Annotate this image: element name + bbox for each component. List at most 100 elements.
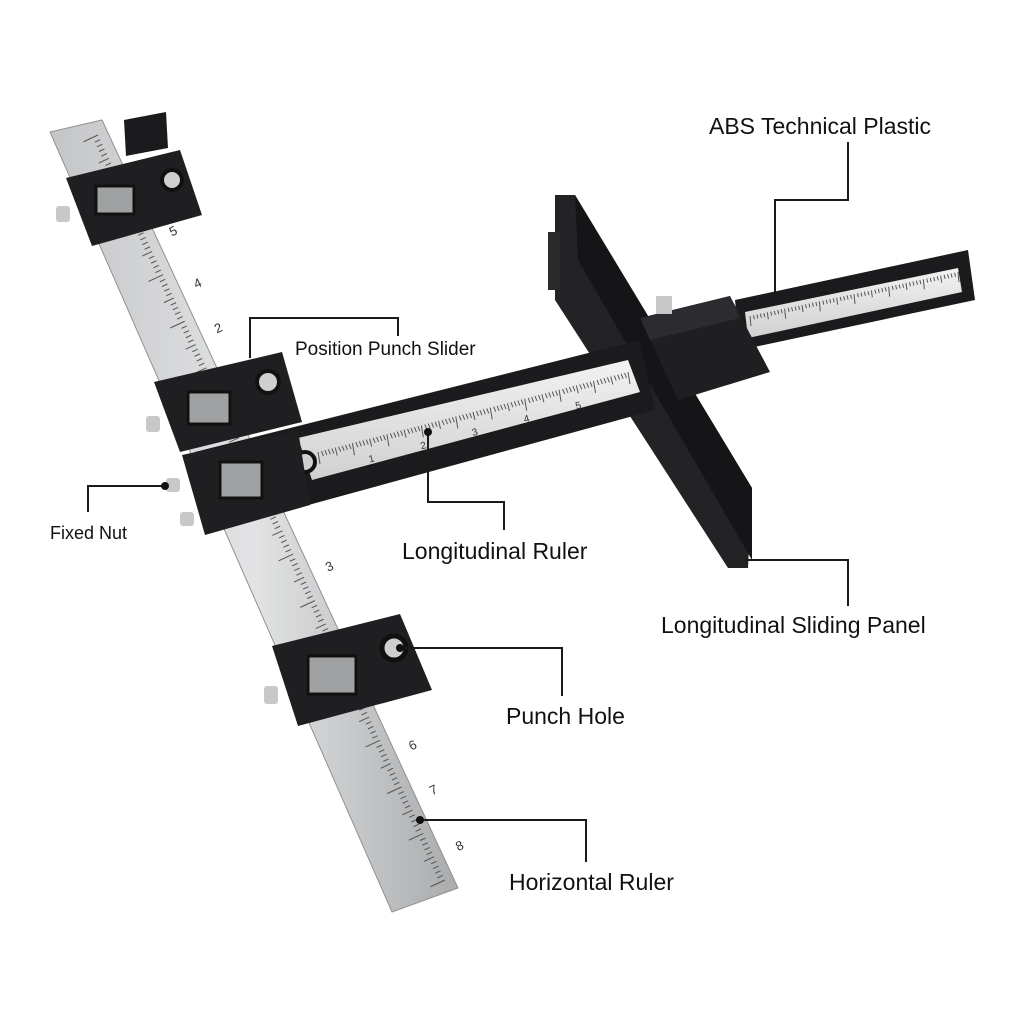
label-longitudinal-sliding-panel: Longitudinal Sliding Panel	[661, 612, 926, 638]
ruler-tick	[558, 389, 562, 402]
carrier-knob-icon	[656, 296, 672, 314]
ruler-tick	[579, 384, 583, 390]
top-block-nut-icon	[56, 206, 70, 222]
ruler-tick	[187, 339, 194, 343]
ruler-tick	[513, 401, 517, 407]
ruler-tick	[140, 236, 146, 241]
ruler-tick	[472, 411, 476, 421]
ruler-tick	[500, 404, 504, 411]
ruler-tick	[315, 614, 322, 618]
ruler-tick	[281, 539, 287, 544]
ruler-tick	[96, 143, 103, 148]
ruler-tick	[408, 832, 424, 841]
ruler-tick	[404, 805, 411, 809]
ruler-tick	[351, 443, 355, 456]
ruler-tick	[415, 828, 422, 832]
ruler-tick	[957, 271, 960, 283]
ruler-tick	[915, 280, 918, 285]
ruler-tick	[379, 435, 383, 442]
ruler-tick	[391, 777, 398, 781]
ruler-tick	[228, 437, 240, 443]
ruler-tick	[393, 781, 400, 786]
ruler-tick	[884, 287, 887, 292]
ruler-tick	[846, 295, 849, 300]
ruler-tick	[434, 421, 438, 427]
position-punch-slider	[146, 352, 302, 452]
longitudinal-ruler-number: 5	[574, 400, 583, 412]
ruler-tick	[320, 450, 324, 457]
ruler-tick	[183, 330, 190, 334]
ruler-tick	[386, 434, 390, 447]
ruler-tick	[469, 412, 473, 419]
ruler-tick	[144, 246, 151, 250]
ruler-tick	[555, 390, 559, 396]
ruler-tick	[289, 558, 296, 562]
ruler-tick	[843, 296, 846, 301]
top-block-window	[94, 184, 136, 216]
ruler-tick	[589, 381, 593, 387]
ruler-tick	[148, 274, 164, 282]
ruler-tick	[586, 382, 590, 388]
lower-block-nut-icon	[264, 686, 278, 704]
leader-longitudinal-sliding-panel	[742, 559, 849, 606]
ruler-tick	[562, 388, 566, 395]
ruler-tick	[380, 753, 387, 758]
ruler-tick	[766, 312, 769, 320]
ruler-tick	[300, 600, 316, 608]
ruler-tick	[142, 250, 153, 257]
ruler-tick	[905, 282, 908, 291]
ruler-tick	[808, 303, 811, 308]
ruler-tick	[548, 392, 552, 398]
ruler-tick	[413, 426, 417, 433]
ruler-tick	[506, 402, 510, 412]
ruler-tick	[565, 387, 569, 394]
ruler-tick	[83, 134, 99, 143]
ruler-tick	[537, 394, 541, 401]
ruler-tick	[272, 521, 279, 525]
ruler-tick	[520, 399, 524, 405]
longitudinal-ruler-number: 1	[368, 453, 377, 465]
ruler-tick	[159, 278, 166, 283]
label-longitudinal-ruler: Longitudinal Ruler	[402, 538, 588, 564]
ruler-tick	[877, 288, 880, 293]
ruler-tick	[444, 418, 448, 425]
ruler-tick	[317, 618, 324, 623]
slider-window	[186, 390, 232, 426]
ruler-tick	[358, 441, 362, 447]
ruler-tick	[376, 436, 380, 443]
ruler-tick	[396, 431, 400, 437]
ruler-tick	[801, 304, 804, 313]
ruler-tick	[794, 306, 797, 311]
ruler-tick	[355, 442, 359, 448]
callout-leaders	[87, 142, 849, 862]
ruler-tick	[780, 309, 783, 314]
ruler-tick	[313, 609, 320, 613]
ruler-tick	[278, 534, 285, 539]
ruler-tick	[777, 310, 780, 315]
ruler-tick	[432, 865, 439, 870]
ruler-tick	[822, 300, 825, 305]
ruler-tick	[902, 283, 905, 288]
longitudinal-ruler-number: 3	[471, 427, 480, 439]
ruler-tick	[773, 310, 776, 315]
ruler-tick	[361, 711, 368, 716]
ruler-tick	[294, 567, 300, 572]
ruler-tick	[413, 823, 420, 828]
ruler-tick	[338, 446, 342, 452]
ruler-tick	[888, 286, 891, 297]
ruler-tick	[420, 425, 424, 438]
ruler-tick	[954, 272, 957, 277]
leader-horizontal-ruler	[420, 819, 587, 862]
ruler-tick	[922, 279, 925, 290]
horizontal-ruler-number: 5	[167, 223, 180, 240]
longitudinal-ruler-ticks	[317, 371, 631, 465]
ruler-tick	[98, 148, 105, 152]
label-position-punch-slider: Position Punch Slider	[295, 339, 476, 360]
ruler-tick	[441, 419, 445, 426]
ruler-tick	[784, 308, 787, 319]
ruler-tick	[322, 628, 329, 632]
ruler-tick	[874, 289, 877, 294]
ruler-tick	[527, 397, 531, 403]
horizontal-ruler-number: 7	[427, 781, 440, 798]
